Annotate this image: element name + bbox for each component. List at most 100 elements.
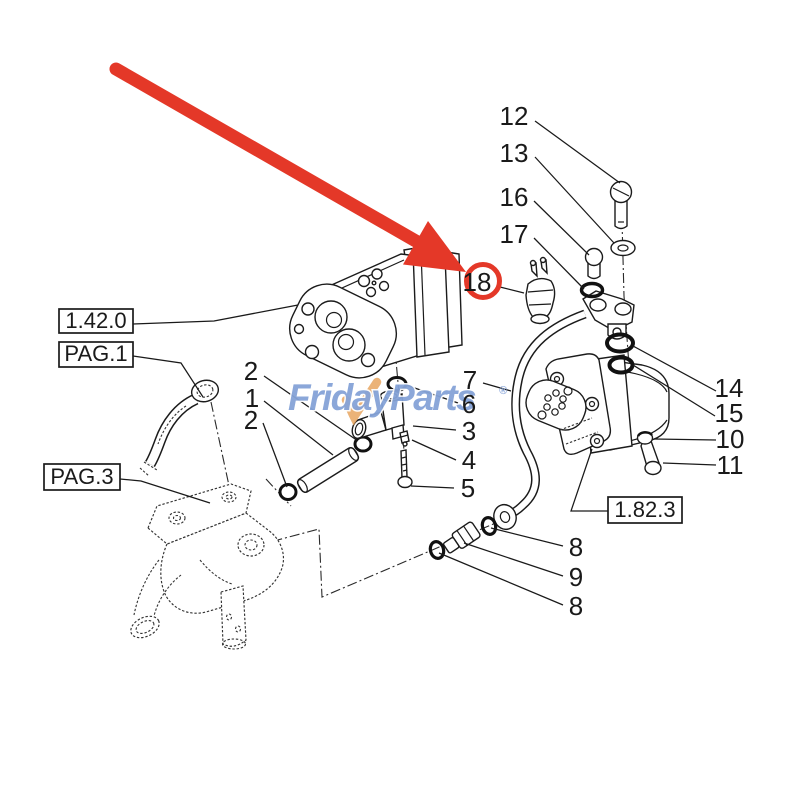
casting-cylinder [220, 585, 247, 647]
watermark: FridayParts ® [287, 376, 508, 426]
leader-5 [410, 485, 455, 489]
callout-3: 3 [462, 416, 476, 446]
casting-flange-hole [168, 511, 186, 525]
callout-4: 4 [462, 445, 476, 475]
leader-12 [534, 120, 621, 184]
callout-15: 15 [715, 398, 744, 428]
leader-box-pag3 [119, 478, 211, 504]
ref-box-1420: 1.42.0 [58, 308, 134, 334]
leader-10 [653, 438, 717, 441]
callout-labels: 12 13 16 17 7 6 3 4 5 2 1 2 14 15 10 11 … [244, 101, 745, 621]
main-pump-drawing [289, 245, 463, 379]
watermark-registered-mark: ® [499, 385, 508, 397]
leader-7 [482, 382, 512, 392]
leader-4 [411, 439, 457, 461]
highlight-circle [464, 262, 502, 300]
callout-11: 11 [717, 450, 744, 480]
leader-box-1420 [132, 304, 299, 325]
pump2-shading [559, 417, 599, 445]
callout-1: 1 [245, 383, 259, 413]
pump1-bore-1 [314, 300, 348, 334]
hose-fill [146, 395, 198, 467]
ref-box-1823-label: 1.82.3 [614, 497, 675, 522]
pump1-port-4 [378, 280, 390, 292]
casting-flange-hole-inner [172, 514, 182, 522]
oring-2b [278, 483, 298, 501]
leader-18 [499, 286, 525, 294]
casting-flange-hole-2 [221, 491, 237, 503]
bolt-12 [609, 180, 633, 230]
oring-14 [605, 332, 635, 354]
callout-9: 9 [569, 562, 583, 592]
leader-15 [632, 364, 716, 417]
hose-texture [157, 405, 187, 445]
leader-1 [263, 400, 334, 456]
casting-cylinder-hole [225, 613, 233, 621]
pump1-bore-2 [332, 328, 366, 362]
breather-valve-18 [525, 256, 556, 325]
ref-box-pag1-label: PAG.1 [64, 341, 127, 366]
callout-8a: 8 [569, 532, 583, 562]
secondary-pump-drawing [525, 353, 670, 456]
leader-3 [412, 425, 457, 431]
ref-box-1823: 1.82.3 [607, 496, 683, 524]
axis-oring-2 [265, 478, 292, 507]
leader-2b [262, 422, 288, 488]
callout-2b: 2 [244, 405, 258, 435]
callout-12: 12 [500, 101, 529, 131]
ref-box-pag3: PAG.3 [43, 463, 121, 491]
callout-5: 5 [461, 473, 475, 503]
oring-15 [607, 355, 635, 375]
callout-18: 18 [463, 267, 492, 297]
delivery-pipe-drawing [428, 309, 587, 560]
casting-boss [237, 533, 265, 557]
washer-10 [636, 431, 654, 445]
pump1-gear-2 [337, 333, 355, 351]
bolt-11 [640, 437, 662, 476]
pump1-hole-4 [293, 323, 305, 335]
pump1-port-dot [371, 280, 377, 286]
washer-13 [610, 239, 636, 257]
leader-box-pag1 [132, 355, 204, 398]
union-boss-1 [589, 298, 607, 312]
callout-7: 7 [463, 365, 477, 395]
pump1-port-1 [357, 274, 371, 288]
stud-4 [399, 430, 410, 447]
pump1-gear-1 [325, 311, 343, 329]
pump1-hole-3 [360, 352, 376, 368]
leader-2a [263, 375, 359, 442]
leader-8a [490, 527, 564, 547]
connector-9 [442, 521, 481, 554]
leader-8b [438, 552, 564, 606]
callout-13: 13 [500, 138, 529, 168]
suction-hose-drawing [139, 379, 220, 477]
casting-cylinder-hole-2 [234, 625, 242, 633]
red-arrow-head-icon [403, 221, 466, 272]
callout-6: 6 [462, 389, 476, 419]
leader-11 [662, 462, 717, 466]
pump1-hole-2 [304, 344, 320, 360]
oring-17 [579, 281, 605, 299]
oring-6 [386, 376, 408, 392]
callout-8b: 8 [569, 591, 583, 621]
callout-16: 16 [500, 182, 529, 212]
pipe7-fill [506, 311, 587, 518]
pump2-gear-teeth [537, 386, 573, 420]
pump1-hole-1 [301, 302, 315, 316]
oring-8b [428, 540, 446, 560]
callout-17: 17 [500, 219, 529, 249]
plug-16 [584, 247, 604, 280]
oring-8a [480, 516, 498, 536]
casting-flange-hole-2-inner [225, 494, 233, 500]
elbow-fitting-3 [351, 390, 405, 440]
highlight-annotation: 18 [109, 62, 502, 300]
callout-2a: 2 [244, 356, 258, 386]
callout-14: 14 [715, 373, 744, 403]
leader-13 [534, 156, 615, 244]
casting-flange [147, 483, 252, 545]
red-arrow-shaft [109, 62, 428, 251]
callout-10: 10 [716, 424, 745, 454]
oring-2a [353, 435, 373, 453]
ref-box-pag3-label: PAG.3 [50, 464, 113, 489]
